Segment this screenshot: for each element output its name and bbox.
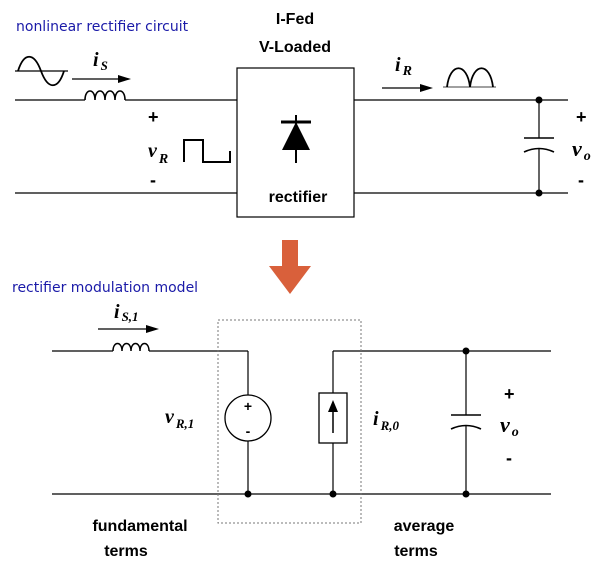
bottom-vo-plus: +: [504, 384, 515, 404]
box-title-line1: I-Fed: [276, 11, 314, 28]
node-isource-bottom: [329, 490, 337, 498]
top-heading: nonlinear rectifier circuit: [16, 19, 189, 35]
bottom-node-upper: [462, 347, 470, 355]
i-r-arrow: [382, 84, 433, 92]
diode-icon: [281, 115, 311, 163]
fundamental-label-line1: fundamental: [92, 518, 187, 535]
average-label-line1: average: [394, 518, 455, 535]
svg-text:-: -: [246, 423, 251, 439]
top-vo-plus: +: [576, 107, 587, 127]
bottom-heading: rectifier modulation model: [12, 280, 198, 296]
rectifier-label: rectifier: [269, 189, 328, 206]
i-s1-arrow: [98, 325, 159, 333]
bottom-node-lower: [462, 490, 470, 498]
v-r-plus: +: [148, 107, 159, 127]
model-dotted-box: [217, 319, 362, 524]
down-arrow-icon: [269, 240, 311, 294]
inductor-icon: [84, 90, 126, 101]
rectified-wave-icon: [446, 67, 494, 88]
voltage-source-icon: + -: [224, 351, 272, 494]
square-wave-icon: [183, 139, 231, 163]
box-title-line2: V-Loaded: [259, 39, 331, 56]
bottom-capacitor-icon: [450, 351, 482, 494]
top-node-upper: [535, 96, 543, 104]
v-r-minus: -: [150, 170, 156, 190]
top-vo-minus: -: [578, 170, 584, 190]
top-node-lower: [535, 189, 543, 197]
bottom-inductor-icon: [112, 342, 150, 352]
average-label-line2: terms: [394, 543, 438, 560]
current-source-icon: [318, 351, 348, 494]
svg-text:+: +: [244, 398, 252, 414]
bottom-vo-minus: -: [506, 448, 512, 468]
i-s-arrow: [72, 75, 131, 83]
fundamental-label-line2: terms: [104, 543, 148, 560]
node-vsource-bottom: [244, 490, 252, 498]
top-capacitor-icon: [523, 100, 555, 193]
sine-wave-icon: [15, 55, 68, 87]
